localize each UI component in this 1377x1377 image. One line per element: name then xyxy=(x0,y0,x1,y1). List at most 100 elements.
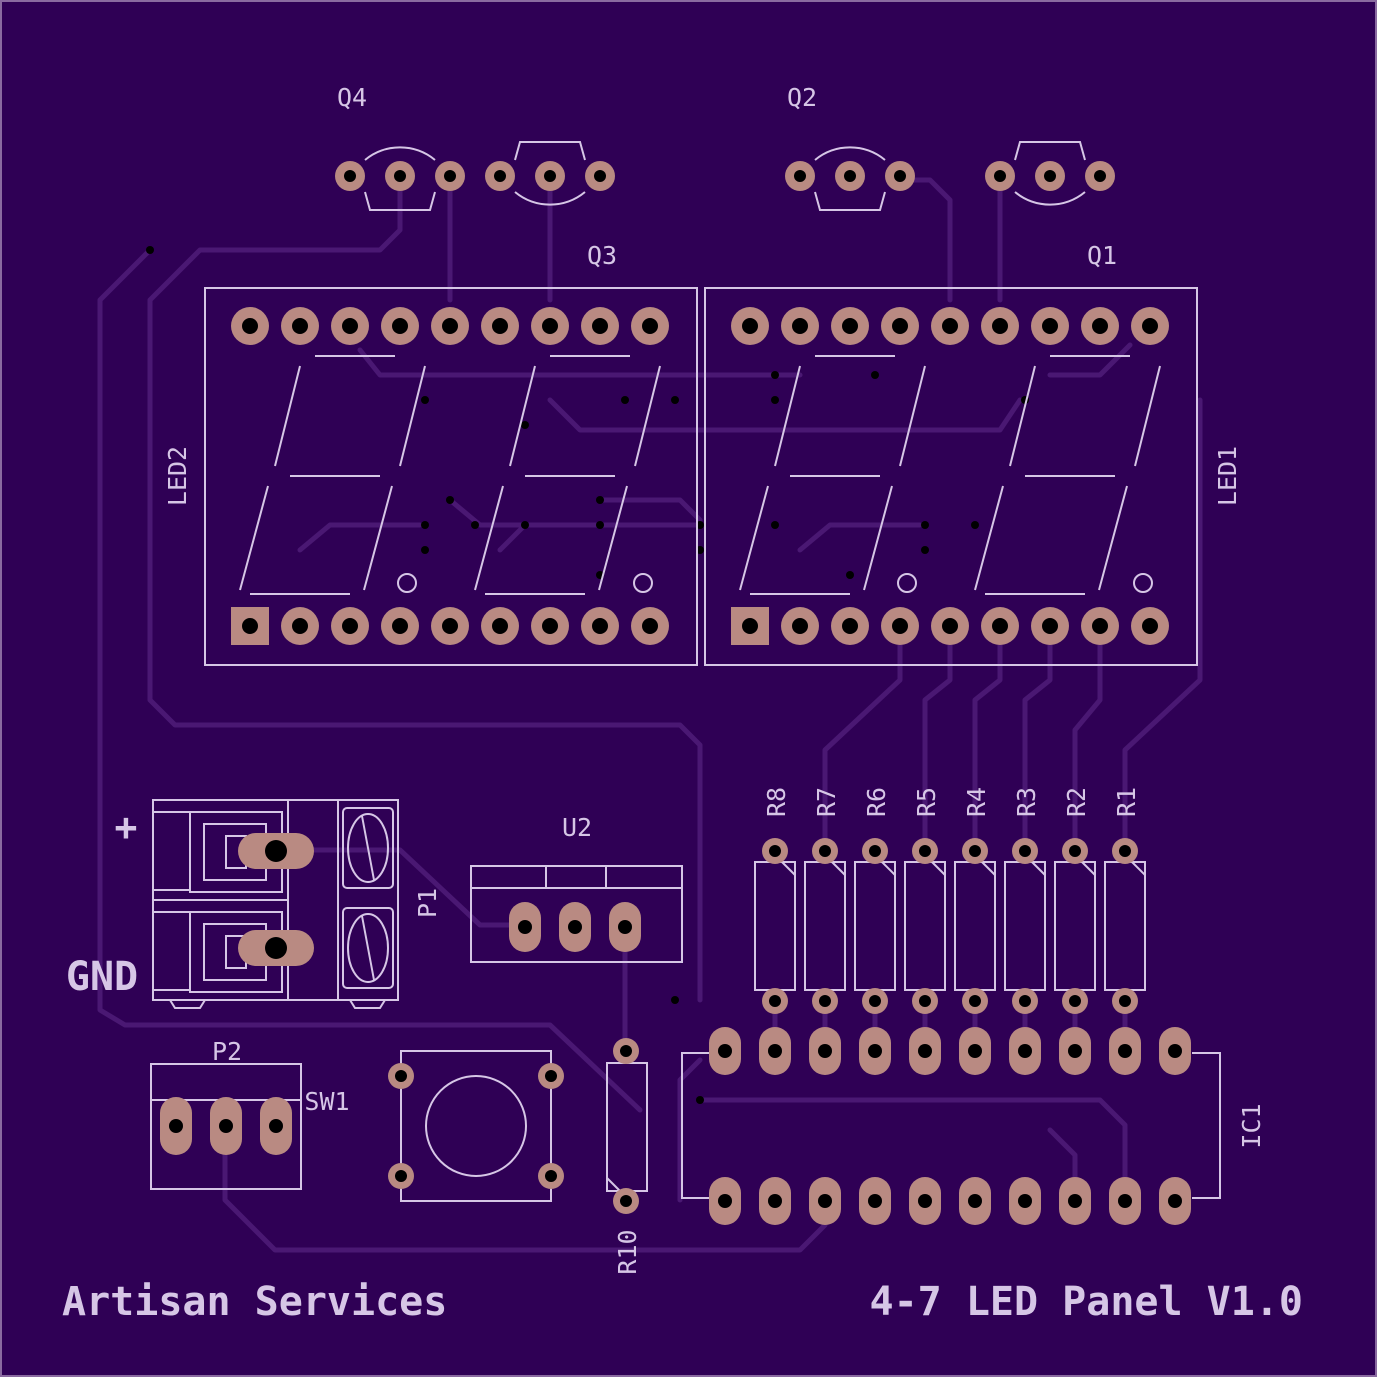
board-title: 4-7 LED Panel V1.0 xyxy=(870,1279,1303,1325)
drill-hole xyxy=(542,318,558,334)
label-r8: R8 xyxy=(762,787,791,817)
drill-hole xyxy=(542,618,558,634)
drill-hole xyxy=(818,1044,832,1058)
drill-hole xyxy=(1019,995,1031,1007)
drill-hole xyxy=(918,1194,932,1208)
drill-hole xyxy=(919,845,931,857)
drill-hole xyxy=(292,318,308,334)
label-ic1: IC1 xyxy=(1237,1103,1266,1148)
drill-hole xyxy=(242,318,258,334)
drill-hole xyxy=(642,318,658,334)
label-sw1: SW1 xyxy=(304,1087,349,1116)
drill-hole xyxy=(592,318,608,334)
drill-hole xyxy=(768,1194,782,1208)
drill-hole xyxy=(718,1044,732,1058)
drill-hole xyxy=(818,1194,832,1208)
label-r1: R1 xyxy=(1112,787,1141,817)
vias xyxy=(146,246,1029,1104)
drill-hole xyxy=(942,318,958,334)
drill-hole xyxy=(1068,1044,1082,1058)
drill-hole xyxy=(1018,1044,1032,1058)
drill-hole xyxy=(742,318,758,334)
drill-hole xyxy=(992,618,1008,634)
led-display-outlines xyxy=(204,287,1198,666)
label-r7: R7 xyxy=(812,787,841,817)
label-r2: R2 xyxy=(1062,787,1091,817)
resistor-mark xyxy=(981,861,996,876)
drill-hole xyxy=(642,618,658,634)
label-u2: U2 xyxy=(562,813,592,842)
drill-hole xyxy=(868,1044,882,1058)
drill-hole xyxy=(1069,995,1081,1007)
drill-hole xyxy=(1168,1044,1182,1058)
resistor-mark xyxy=(1081,861,1096,876)
drill-hole xyxy=(592,618,608,634)
label-p2: P2 xyxy=(212,1037,242,1066)
drill-hole xyxy=(342,618,358,634)
drill-hole xyxy=(292,618,308,634)
label-q1: Q1 xyxy=(1087,241,1117,270)
drill-hole xyxy=(442,618,458,634)
drill-hole xyxy=(919,995,931,1007)
drill-hole xyxy=(1042,318,1058,334)
label-r10: R10 xyxy=(613,1229,642,1274)
transistor-pads xyxy=(335,161,1115,191)
drill-hole xyxy=(792,318,808,334)
drill-hole xyxy=(1018,1194,1032,1208)
label-r6: R6 xyxy=(862,787,891,817)
resistor-mark xyxy=(1131,861,1146,876)
led-display-pads xyxy=(231,307,1169,645)
drill-hole xyxy=(1069,845,1081,857)
regulator-u2 xyxy=(470,865,683,963)
switch-sw1 xyxy=(388,1050,564,1202)
drill-hole xyxy=(819,845,831,857)
resistor-mark xyxy=(931,861,946,876)
label-r4: R4 xyxy=(962,787,991,817)
label-led1: LED1 xyxy=(1213,446,1242,506)
drill-hole xyxy=(742,618,758,634)
terminal-block-pads xyxy=(238,833,314,966)
label-q3: Q3 xyxy=(587,241,617,270)
drill-hole xyxy=(1019,845,1031,857)
drill-hole xyxy=(768,1044,782,1058)
drill-hole xyxy=(969,845,981,857)
drill-hole xyxy=(1092,618,1108,634)
resistor-bank xyxy=(754,838,1146,1014)
drill-hole xyxy=(869,995,881,1007)
drill-hole xyxy=(992,318,1008,334)
label-q2: Q2 xyxy=(787,83,817,112)
drill-hole xyxy=(392,318,408,334)
drill-hole xyxy=(769,995,781,1007)
gnd-label: GND xyxy=(66,954,138,1000)
label-p1: P1 xyxy=(413,888,442,918)
drill-hole xyxy=(942,618,958,634)
transistor-outlines xyxy=(364,141,1086,211)
drill-hole xyxy=(342,318,358,334)
drill-hole xyxy=(1119,995,1131,1007)
drill-hole xyxy=(792,618,808,634)
drill-hole xyxy=(869,845,881,857)
drill-hole xyxy=(1118,1044,1132,1058)
drill-hole xyxy=(1119,845,1131,857)
drill-hole xyxy=(442,318,458,334)
label-q4: Q4 xyxy=(337,83,367,112)
drill-hole xyxy=(718,1194,732,1208)
resistor-mark xyxy=(881,861,896,876)
label-r3: R3 xyxy=(1012,787,1041,817)
drill-hole xyxy=(492,618,508,634)
drill-hole xyxy=(1068,1194,1082,1208)
resistor-mark xyxy=(781,861,796,876)
drill-hole xyxy=(1118,1194,1132,1208)
drill-hole xyxy=(842,318,858,334)
drill-hole xyxy=(868,1194,882,1208)
resistor-mark xyxy=(1031,861,1046,876)
plus-label: + xyxy=(115,805,138,849)
drill-hole xyxy=(492,318,508,334)
label-r5: R5 xyxy=(912,787,941,817)
ic1-pads xyxy=(709,1027,1191,1225)
drill-hole xyxy=(969,995,981,1007)
drill-hole xyxy=(892,318,908,334)
drill-hole xyxy=(819,995,831,1007)
